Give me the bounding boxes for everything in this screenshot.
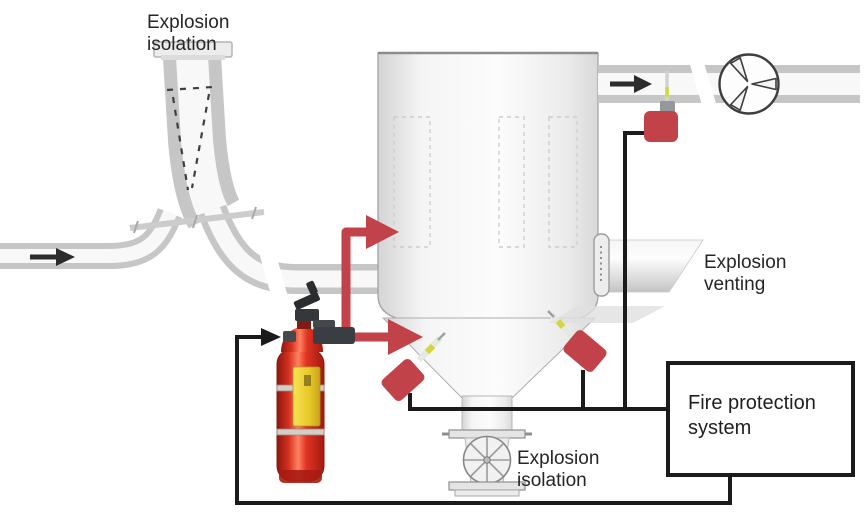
extinguisher-valve [283, 280, 355, 344]
fan-icon [718, 53, 780, 115]
dust-collector-vessel [377, 52, 599, 322]
rotary-valve-icon [442, 429, 532, 497]
pipe-break-gap [258, 247, 288, 299]
vent-duct-shadow [549, 306, 665, 323]
extinguisher-icon [276, 280, 355, 483]
fire-protection-system-label: Fire protection system [688, 392, 816, 439]
inlet-pipe-flange-lip [161, 55, 225, 60]
detector-cone-right [547, 310, 607, 372]
suppression-piping [341, 215, 423, 355]
hopper-neck [461, 395, 513, 435]
spark-detector-outlet [644, 71, 678, 142]
pipe-coupling [129, 206, 265, 234]
flap-valve-dashed-icon [166, 85, 214, 191]
suppression-arrow-upper-icon [366, 215, 399, 249]
inlet-pipe [0, 55, 384, 294]
suppression-arrow-lower-icon [388, 319, 423, 355]
explosion-vent-duct [603, 239, 704, 293]
fire-protection-system-box: Fire protection system [666, 361, 855, 477]
inlet-flow-arrow-icon [30, 248, 75, 266]
label-explosion-venting: Explosion venting [704, 252, 787, 295]
detector-cone-left [381, 332, 446, 402]
label-explosion-isolation-discharge: Explosion isolation [517, 448, 600, 491]
filter-cartridges-dashed [393, 116, 578, 248]
vent-panel-flange [593, 233, 610, 297]
extinguisher-label [292, 366, 321, 427]
outlet-flow-arrow-icon [610, 75, 652, 93]
actuator-arrow-icon [261, 328, 281, 346]
outlet-pipe-break-gap [688, 56, 718, 112]
label-explosion-isolation-inlet: Explosion isolation [147, 12, 230, 55]
control-wiring [235, 131, 732, 505]
